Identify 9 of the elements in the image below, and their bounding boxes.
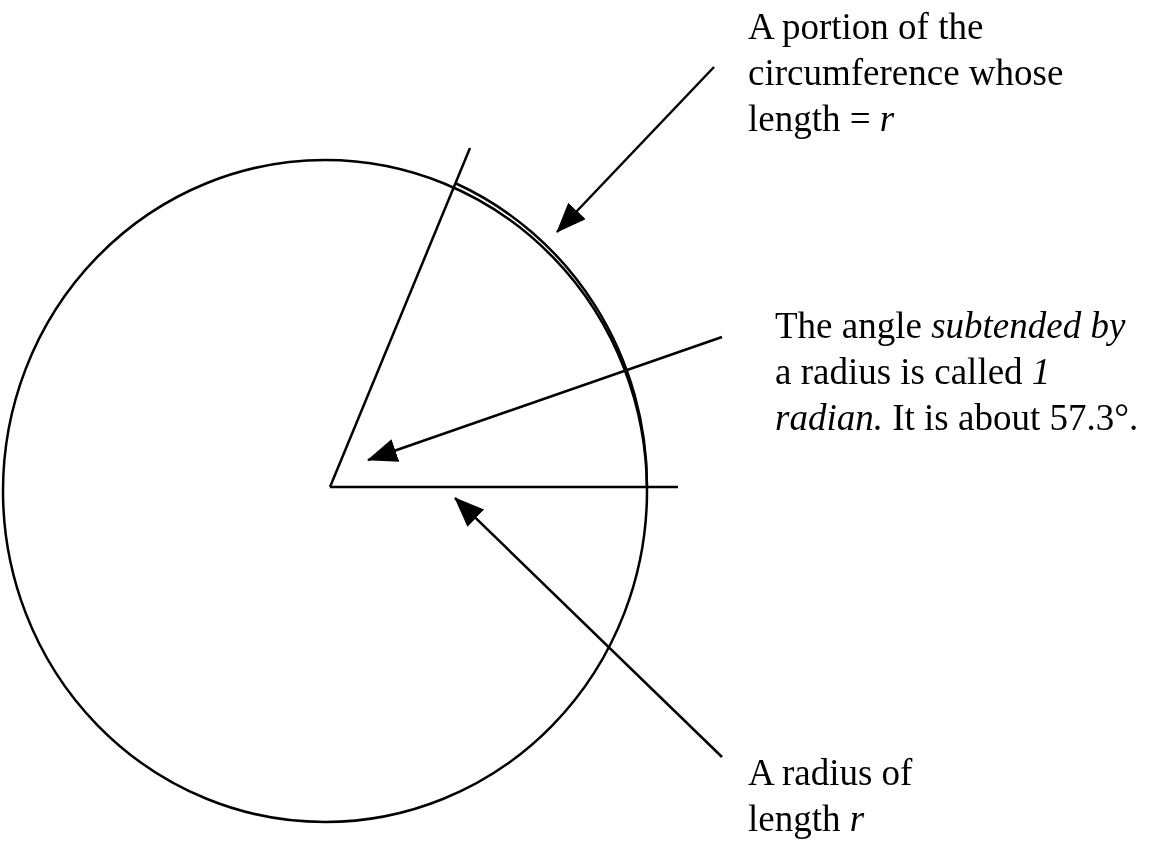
leader-arrow bbox=[367, 335, 723, 462]
leader-arrow bbox=[556, 66, 715, 233]
leader-arrow bbox=[454, 497, 723, 758]
radius-line bbox=[328, 147, 472, 488]
callout-text: The angle subtended by a radius is called 1 radian. It is about 57.3°. bbox=[775, 304, 1140, 440]
circumference-arc bbox=[454, 181, 649, 488]
radius-line bbox=[330, 485, 678, 489]
callout-text: A radius of length r bbox=[748, 751, 914, 841]
callout-text: A portion of the circumference whose length = r bbox=[748, 5, 1065, 141]
